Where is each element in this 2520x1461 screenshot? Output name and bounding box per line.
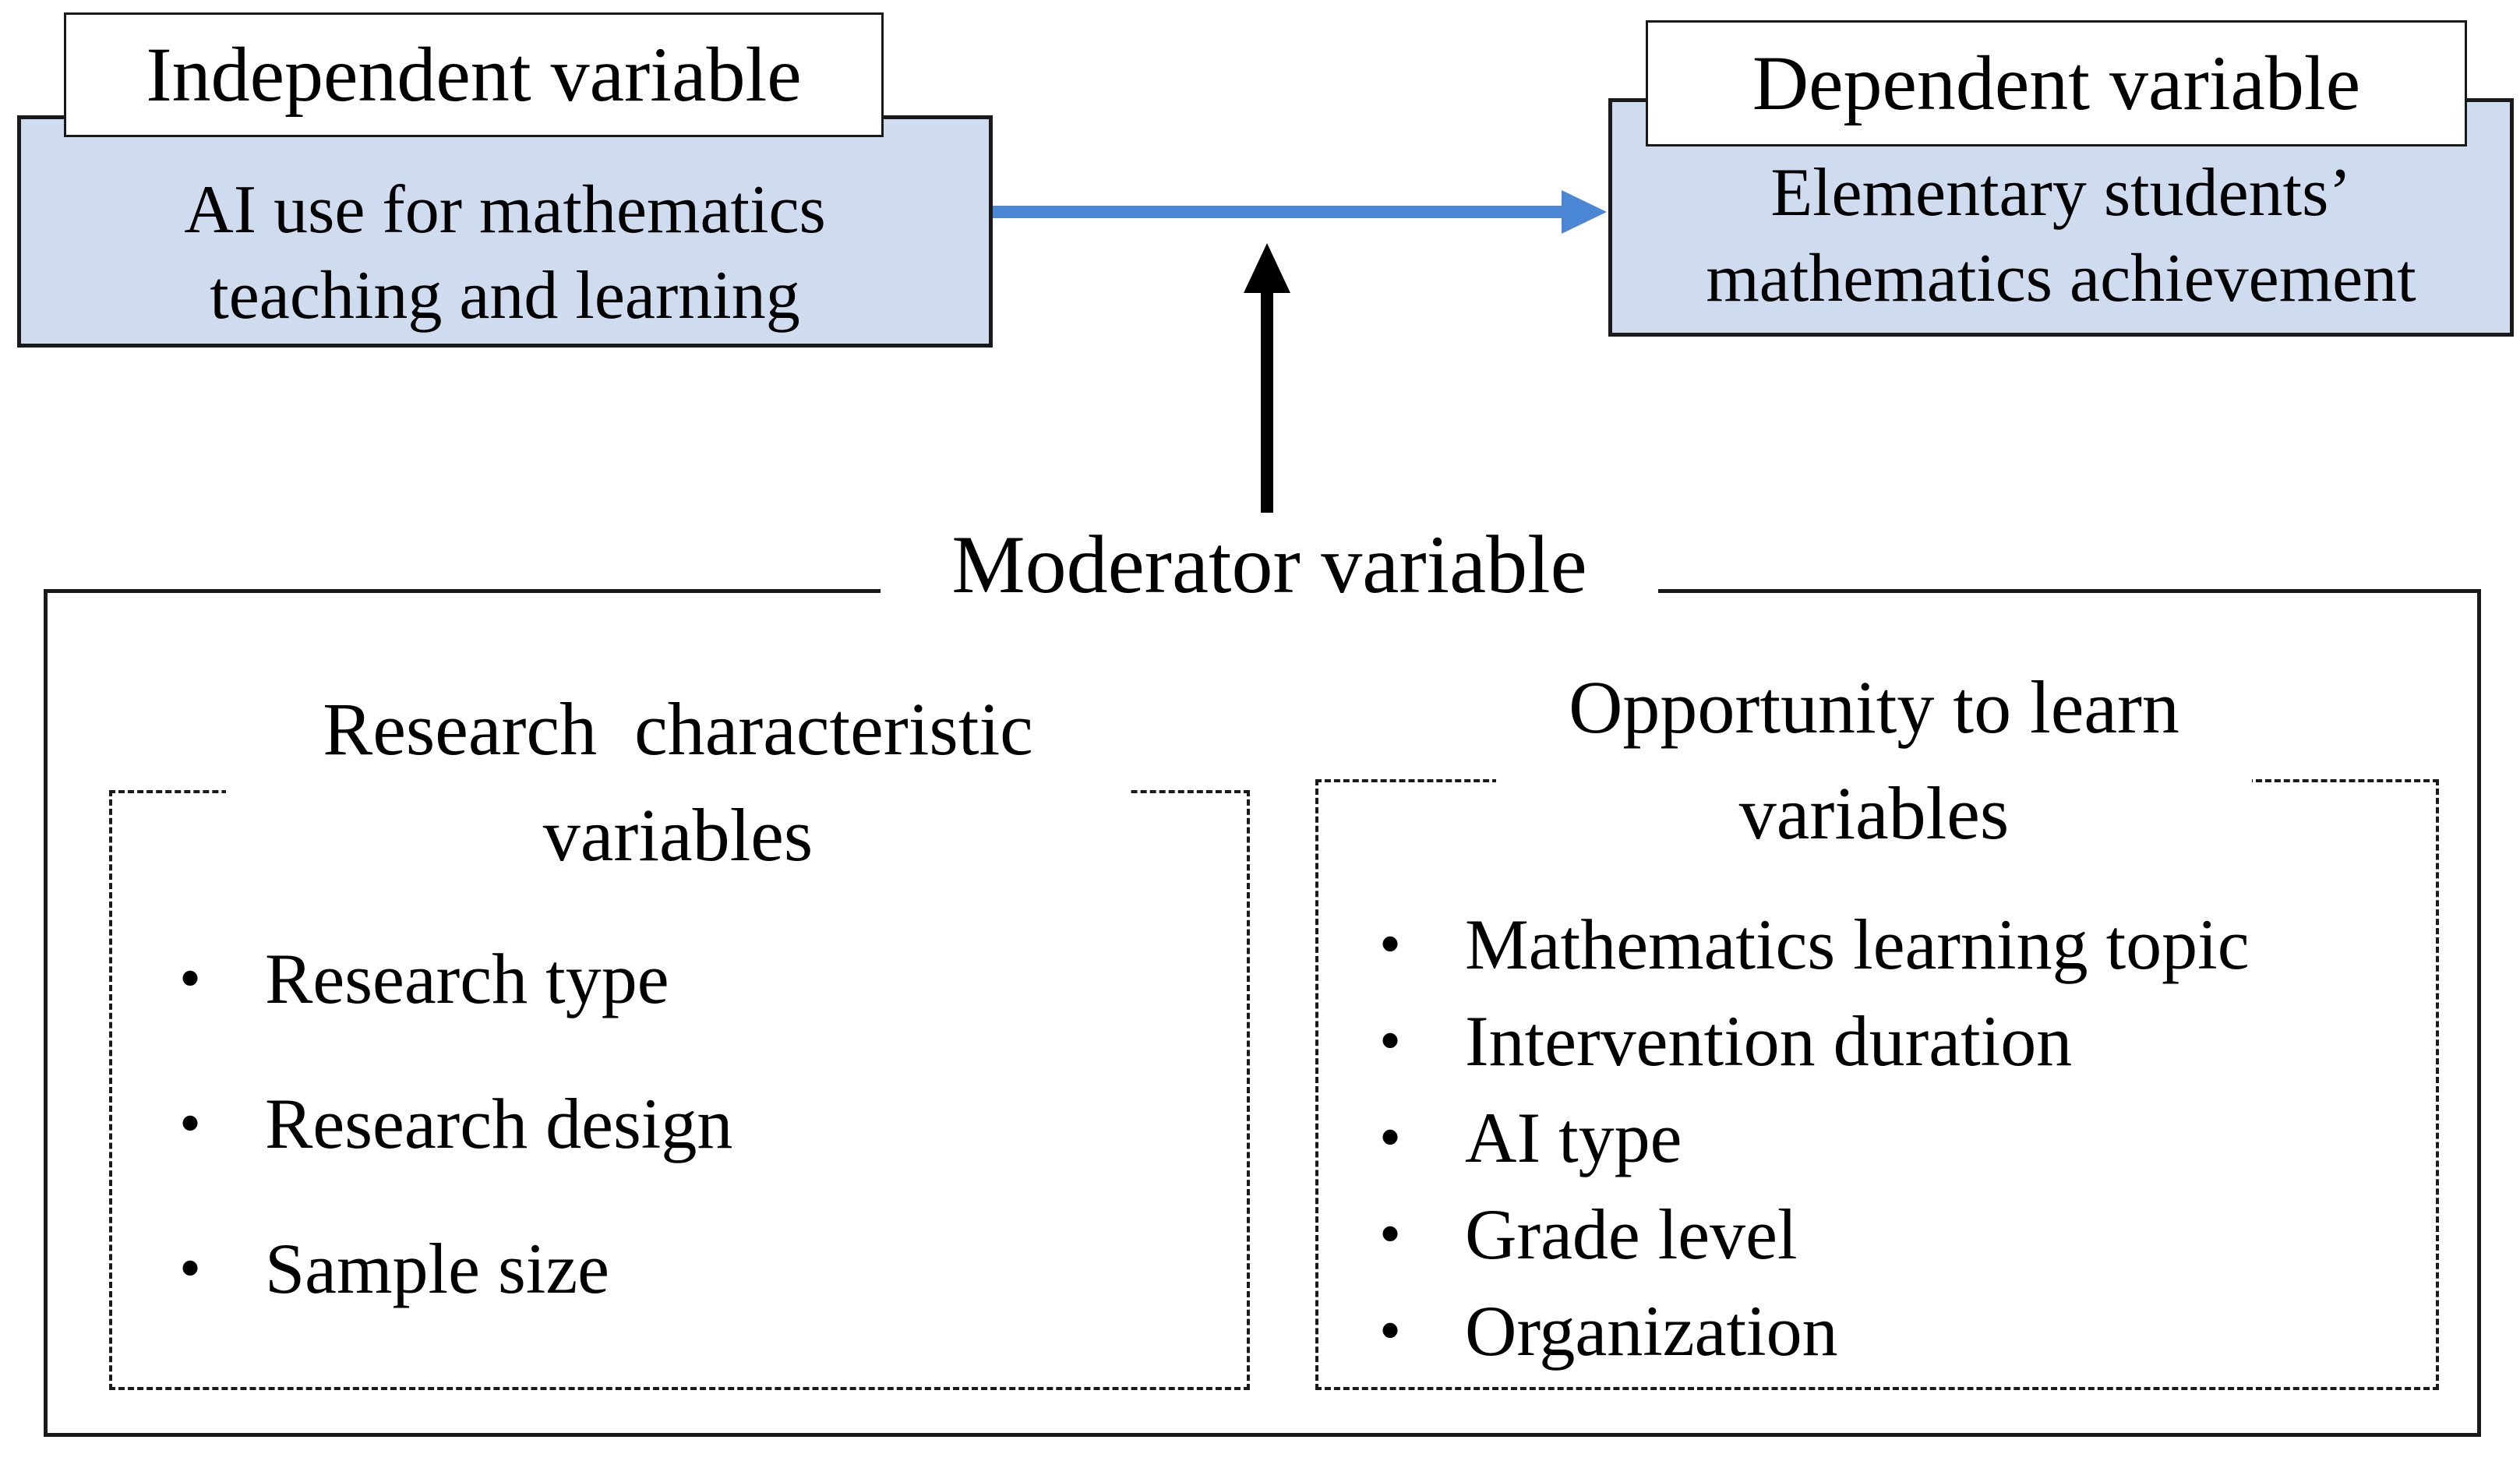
list-item-organization: • Organization <box>1379 1295 2423 1367</box>
item-label: Organization <box>1465 1291 1838 1371</box>
dependent-variable-description: Elementary students’ mathematics achieve… <box>1612 150 2510 322</box>
list-item-ai-type: • AI type <box>1379 1102 2423 1173</box>
moderator-arrow <box>1244 243 1290 513</box>
opportunity-to-learn-title: Opportunity to learn variables <box>1496 655 2252 866</box>
list-item-research-type: • Research type <box>179 943 1192 1015</box>
item-label: Sample size <box>265 1229 609 1308</box>
moderator-arrow-head <box>1244 243 1290 293</box>
item-label: Intervention duration <box>1465 1001 2073 1081</box>
bullet-icon: • <box>179 1234 202 1303</box>
independent-line-1: AI use for mathematics <box>184 172 826 248</box>
list-item-grade-level: • Grade level <box>1379 1198 2423 1270</box>
independent-line-2: teaching and learning <box>210 258 800 333</box>
bullet-icon: • <box>179 1089 202 1158</box>
opportunity-title-line-1: Opportunity to learn <box>1569 665 2179 749</box>
research-characteristic-title: Research characteristic variables <box>226 676 1130 888</box>
dependent-line-1: Elementary students’ <box>1770 155 2352 231</box>
item-label: Research type <box>265 939 669 1018</box>
bullet-icon: • <box>1379 910 1402 979</box>
bullet-icon: • <box>1379 1297 1402 1365</box>
item-label: AI type <box>1465 1098 1682 1177</box>
research-characteristic-list: • Research type • Research design • Samp… <box>179 943 1192 1304</box>
effect-arrow-head <box>1562 190 1607 234</box>
research-title-line-2: variables <box>542 793 814 877</box>
list-item-research-design: • Research design <box>179 1088 1192 1159</box>
independent-variable-box: AI use for mathematics teaching and lear… <box>17 115 993 348</box>
bullet-icon: • <box>1379 1103 1402 1172</box>
dependent-line-2: mathematics achievement <box>1706 241 2416 316</box>
item-label: Grade level <box>1465 1195 1798 1274</box>
research-title-line-1: Research characteristic <box>323 687 1033 771</box>
list-item-intervention-duration: • Intervention duration <box>1379 1005 2423 1077</box>
list-item-mathematics-learning-topic: • Mathematics learning topic <box>1379 909 2423 980</box>
item-label: Mathematics learning topic <box>1465 905 2250 984</box>
independent-variable-description: AI use for mathematics teaching and lear… <box>21 168 989 339</box>
independent-variable-title: Independent variable <box>146 31 802 118</box>
list-item-sample-size: • Sample size <box>179 1233 1192 1304</box>
bullet-icon: • <box>1379 1007 1402 1075</box>
dependent-variable-title-box: Dependent variable <box>1646 20 2467 146</box>
bullet-icon: • <box>1379 1200 1402 1269</box>
bullet-icon: • <box>179 944 202 1013</box>
opportunity-to-learn-list: • Mathematics learning topic • Intervent… <box>1379 909 2423 1367</box>
independent-variable-title-box: Independent variable <box>64 12 884 137</box>
effect-arrow <box>993 190 1607 234</box>
opportunity-title-line-2: variables <box>1738 771 2010 855</box>
moderator-variable-title: Moderator variable <box>881 524 1658 606</box>
item-label: Research design <box>265 1084 733 1163</box>
dependent-variable-title: Dependent variable <box>1752 40 2361 126</box>
